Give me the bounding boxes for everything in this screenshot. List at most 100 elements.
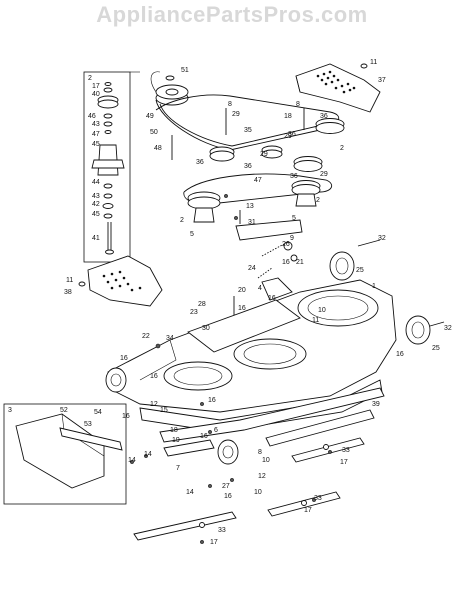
callout-c16e: 16: [150, 373, 158, 380]
callout-c16c: 16: [238, 305, 246, 312]
callout-c16d: 16: [120, 355, 128, 362]
callout-c36e: 36: [290, 173, 298, 180]
spindle-inset-box: [83, 71, 140, 263]
callout-c20: 20: [238, 287, 246, 294]
callout-c36a: 36: [196, 159, 204, 166]
callout-c9: 9: [290, 235, 294, 242]
callout-c23: 23: [190, 309, 198, 316]
belt-cover-right: [295, 63, 381, 113]
callout-c2b: 2: [340, 145, 344, 152]
callout-c2a: 2: [88, 75, 92, 82]
callout-c5: 5: [292, 215, 296, 222]
callout-c33a: 33: [342, 447, 350, 454]
callout-c36c: 36: [288, 131, 296, 138]
discharge-chute-inset: [3, 403, 127, 505]
callout-c19: 19: [172, 437, 180, 444]
callout-c15: 15: [160, 407, 168, 414]
callout-c35: 35: [244, 127, 252, 134]
mower-deck: [105, 239, 445, 465]
callout-c12b: 12: [258, 473, 266, 480]
callout-c31: 31: [248, 219, 256, 226]
callout-c45b: 45: [92, 211, 100, 218]
callout-c14c: 14: [186, 489, 194, 496]
callout-c24: 24: [248, 265, 256, 272]
callout-c40: 40: [92, 91, 100, 98]
callout-c48: 48: [154, 145, 162, 152]
callout-c3: 3: [8, 407, 12, 414]
callout-c13: 13: [246, 203, 254, 210]
callout-c52: 52: [60, 407, 68, 414]
callout-c18b: 18: [170, 427, 178, 434]
callout-c16b: 16: [268, 295, 276, 302]
callout-c12a: 12: [150, 401, 158, 408]
callout-c45a: 45: [92, 141, 100, 148]
callout-c36d: 36: [320, 113, 328, 120]
callout-c11c: 11: [312, 317, 319, 324]
callout-c14a: 14: [144, 451, 152, 458]
callout-c29c: 29: [260, 151, 268, 158]
callout-c17b: 17: [340, 459, 348, 466]
callout-c17d: 17: [210, 539, 218, 546]
callout-c18: 18: [284, 113, 292, 120]
callout-c26: 26: [282, 241, 290, 248]
blades: [133, 437, 365, 541]
callout-c53: 53: [84, 421, 92, 428]
callout-c29a: 29: [232, 111, 240, 118]
callout-c49: 49: [146, 113, 154, 120]
callout-c43a: 43: [92, 121, 100, 128]
callout-c17a: 17: [92, 83, 100, 90]
callout-c38: 38: [64, 289, 72, 296]
callout-c37: 37: [378, 77, 386, 84]
callout-c42: 42: [92, 201, 100, 208]
callout-c10a: 10: [318, 307, 326, 314]
callout-c51: 51: [181, 67, 189, 74]
callout-c11b: 11: [66, 277, 73, 284]
callout-c16i: 16: [200, 433, 208, 440]
callout-c33c: 33: [218, 527, 226, 534]
callout-c8a: 8: [228, 101, 232, 108]
callout-c17c: 17: [304, 507, 312, 514]
callout-c32b: 32: [444, 325, 452, 332]
callout-c16f: 16: [396, 351, 404, 358]
callout-c27: 27: [222, 483, 230, 490]
belt-cover-left: [78, 255, 163, 307]
callout-c33b: 33: [314, 495, 322, 502]
watermark-text: AppliancePartsPros.com: [96, 2, 368, 27]
callout-c8b: 8: [296, 101, 300, 108]
callout-c22: 22: [142, 333, 150, 340]
callout-c4: 4: [258, 285, 262, 292]
callout-c14b: 14: [128, 457, 136, 464]
callout-c16h: 16: [208, 397, 216, 404]
callout-c34: 34: [166, 335, 174, 342]
callout-c2d: 2: [316, 197, 320, 204]
callout-c16j: 16: [224, 493, 232, 500]
callout-c5b: 5: [190, 231, 194, 238]
callout-c32a: 32: [378, 235, 386, 242]
callout-c10b: 10: [262, 457, 270, 464]
callout-c28: 28: [198, 301, 206, 308]
callout-c21: 21: [296, 259, 304, 266]
callout-c36b: 36: [244, 163, 252, 170]
callout-c29d: 29: [320, 171, 328, 178]
callout-c29b: 29: [284, 133, 292, 140]
callout-c25b: 25: [432, 345, 440, 352]
callout-c8c: 8: [258, 449, 262, 456]
callout-c16a: 16: [282, 259, 290, 266]
callout-c25a: 25: [356, 267, 364, 274]
callout-c2c: 2: [180, 217, 184, 224]
idler-arm-assembly: [233, 210, 303, 326]
callout-c47b: 47: [254, 177, 262, 184]
belt-and-pulleys: [150, 71, 345, 223]
callout-c11a: 11: [370, 59, 377, 66]
callout-c46: 46: [88, 113, 96, 120]
callout-c54: 54: [94, 409, 102, 416]
callout-c41: 41: [92, 235, 100, 242]
callout-c30: 30: [202, 325, 210, 332]
deck-rails: [159, 387, 385, 457]
callout-c43b: 43: [92, 193, 100, 200]
callout-c16g: 16: [122, 413, 130, 420]
callout-c1: 1: [372, 283, 376, 290]
callout-c44: 44: [92, 179, 100, 186]
callout-c39: 39: [372, 401, 380, 408]
